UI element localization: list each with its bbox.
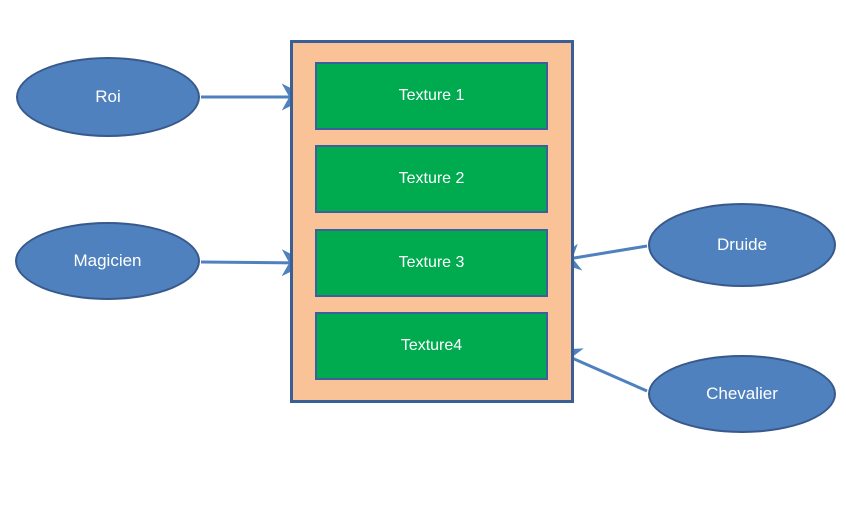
actor-roi-label: Roi xyxy=(95,87,121,106)
actor-ellipse-chevalier: Chevalier xyxy=(648,355,836,433)
texture-box-3-label: Texture 3 xyxy=(398,254,465,271)
texture-box-3: Texture 3 xyxy=(315,229,548,297)
actor-druide-label: Druide xyxy=(716,235,768,254)
texture-box-1: Texture 1 xyxy=(315,62,548,130)
texture-box-4-label: Texture4 xyxy=(400,337,463,354)
texture-box-1-label: Texture 1 xyxy=(398,87,465,104)
texture-box-2: Texture 2 xyxy=(315,145,548,213)
actor-magicien-label: Magicien xyxy=(73,251,142,270)
texture-box-4: Texture4 xyxy=(315,312,548,380)
actor-ellipse-roi: Roi xyxy=(16,57,200,137)
actor-ellipse-druide: Druide xyxy=(648,203,836,287)
actor-ellipse-magicien: Magicien xyxy=(15,222,200,300)
actor-chevalier-label: Chevalier xyxy=(706,384,778,403)
texture-box-2-label: Texture 2 xyxy=(398,170,465,187)
